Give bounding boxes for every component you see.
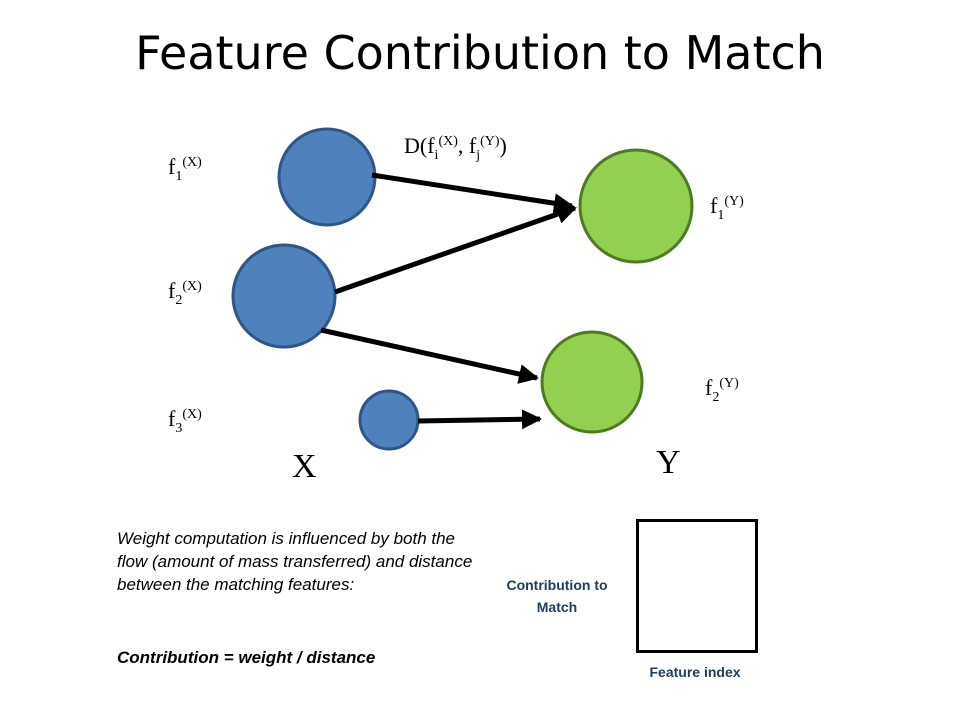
x-feature-label-2: f2(X) xyxy=(168,278,202,308)
set-label-x: X xyxy=(292,448,317,485)
y-node-f1 xyxy=(578,148,694,264)
edge-f2x-f2y xyxy=(320,327,539,384)
y-feature-label-2: f2(Y) xyxy=(705,375,739,405)
plot-x-axis-label: Feature index xyxy=(649,664,741,680)
y-node-f2 xyxy=(540,330,644,434)
plot-y-axis-label: Contribution to Match xyxy=(506,577,608,615)
x-feature-label-1: f1(X) xyxy=(168,154,202,184)
edge-f2x-f1y xyxy=(334,204,577,295)
contribution-formula: Contribution = weight / distance xyxy=(117,648,376,667)
distance-label: D(fi(X), fj(Y)) xyxy=(404,133,507,163)
y-feature-label-1: f1(Y) xyxy=(710,193,744,223)
x-node-f3 xyxy=(358,389,420,451)
edge-f1x-f1y xyxy=(371,172,574,214)
slide-title: Feature Contribution to Match xyxy=(135,26,825,80)
x-node-f1 xyxy=(277,127,377,227)
edge-f3x-f2y xyxy=(417,409,542,430)
x-node-f2 xyxy=(231,243,337,349)
set-label-y: Y xyxy=(656,444,681,481)
weight-description: Weight computation is influenced by both… xyxy=(117,529,473,594)
x-feature-label-3: f3(X) xyxy=(168,406,202,436)
contribution-plot-frame xyxy=(636,519,758,653)
